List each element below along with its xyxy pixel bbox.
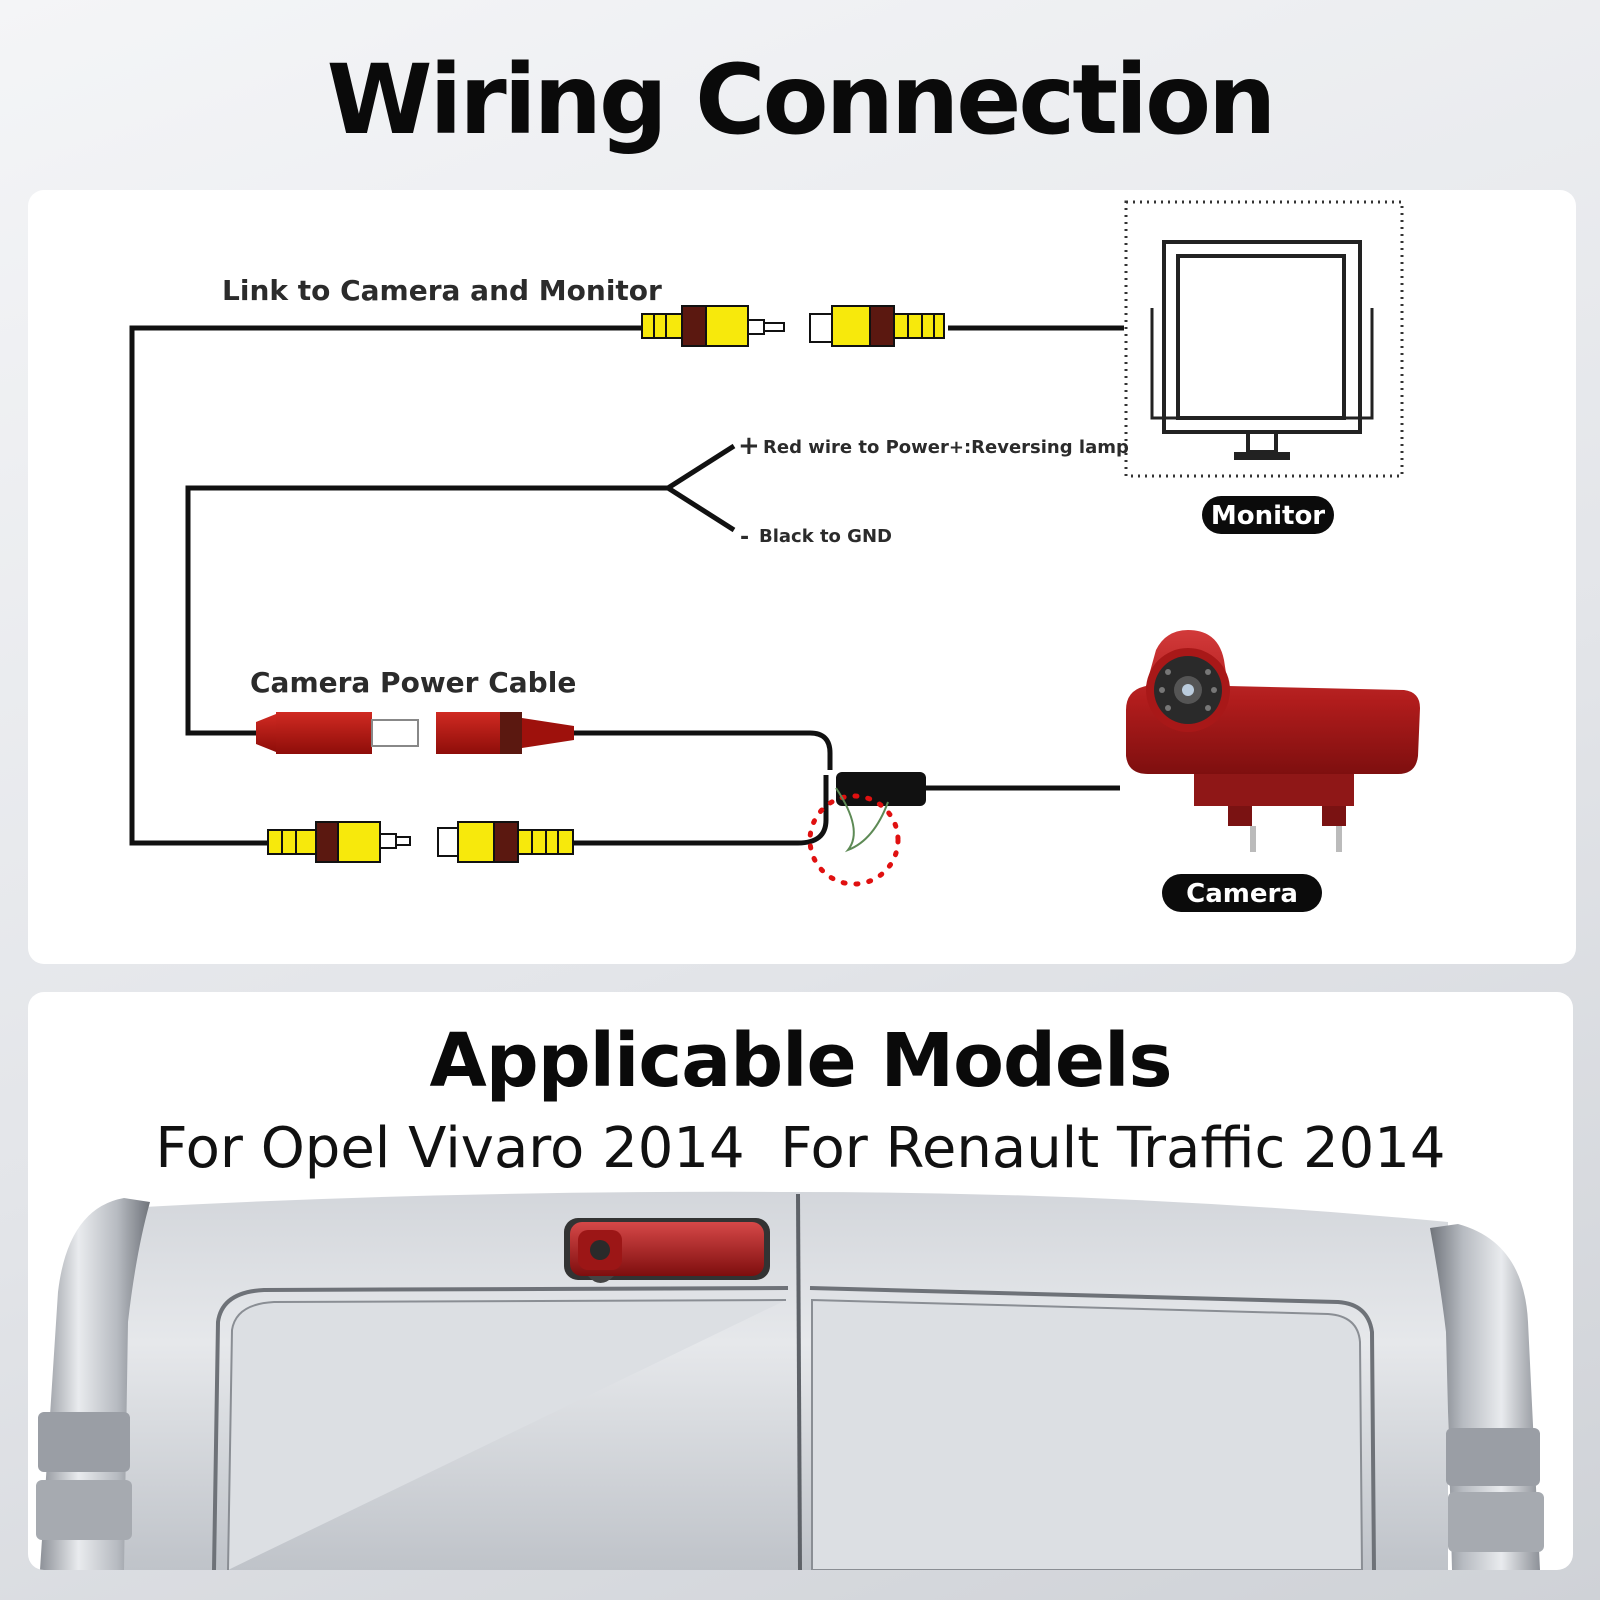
van-rear-image [36, 1191, 1544, 1570]
rca-connector-icon [809, 305, 945, 347]
model-renault-traffic-overlay: For Renault Traffic 2014 [780, 1116, 1446, 1181]
power-connector-icon [436, 712, 574, 754]
camera-video-wire [573, 775, 829, 846]
camera-icon [564, 1218, 770, 1283]
models-list-overlay: For Opel Vivaro 2014 For Renault Traffic… [28, 1116, 1573, 1182]
wires [129, 325, 1124, 846]
monitor-icon [1124, 200, 1404, 478]
red-wire-label: Red wire to Power+:Reversing lamp [763, 437, 1129, 458]
power-connector-icon [256, 712, 419, 754]
black-wire-branch [666, 485, 736, 533]
model-opel-vivaro-overlay: For Opel Vivaro 2014 [155, 1116, 745, 1181]
rca-connector-icon [437, 821, 574, 863]
applicable-models-panel: Applicable Models For Opel Vivaro 2014 F… [28, 992, 1573, 1570]
camera-badge-label: Camera [1186, 879, 1298, 909]
left-pillar [40, 1198, 150, 1570]
cable-junction [807, 772, 926, 887]
minus-sign: - [740, 525, 749, 550]
wiring-diagram-panel: Link to Camera and Monitor + Red wire to… [28, 190, 1576, 964]
video-link-wire [129, 325, 642, 846]
camera-icon [1126, 630, 1420, 852]
link-label: Link to Camera and Monitor [222, 274, 662, 307]
rca-connector-icon [641, 305, 785, 347]
models-title-overlay: Applicable Models [429, 1018, 1172, 1104]
plus-sign: + [738, 431, 760, 461]
rca-connector-icon [267, 821, 411, 863]
camera-power-wire [574, 730, 833, 770]
monitor-badge: Monitor [1202, 496, 1334, 534]
power-cable-label: Camera Power Cable [250, 666, 576, 699]
camera-badge: Camera [1162, 874, 1322, 912]
red-wire-branch [666, 443, 736, 491]
monitor-badge-label: Monitor [1211, 501, 1325, 531]
black-wire-label: Black to GND [759, 526, 892, 547]
power-wire [185, 485, 668, 736]
wiring-diagram: Link to Camera and Monitor + Red wire to… [129, 200, 1420, 912]
page-title: Wiring Connection [326, 44, 1277, 156]
